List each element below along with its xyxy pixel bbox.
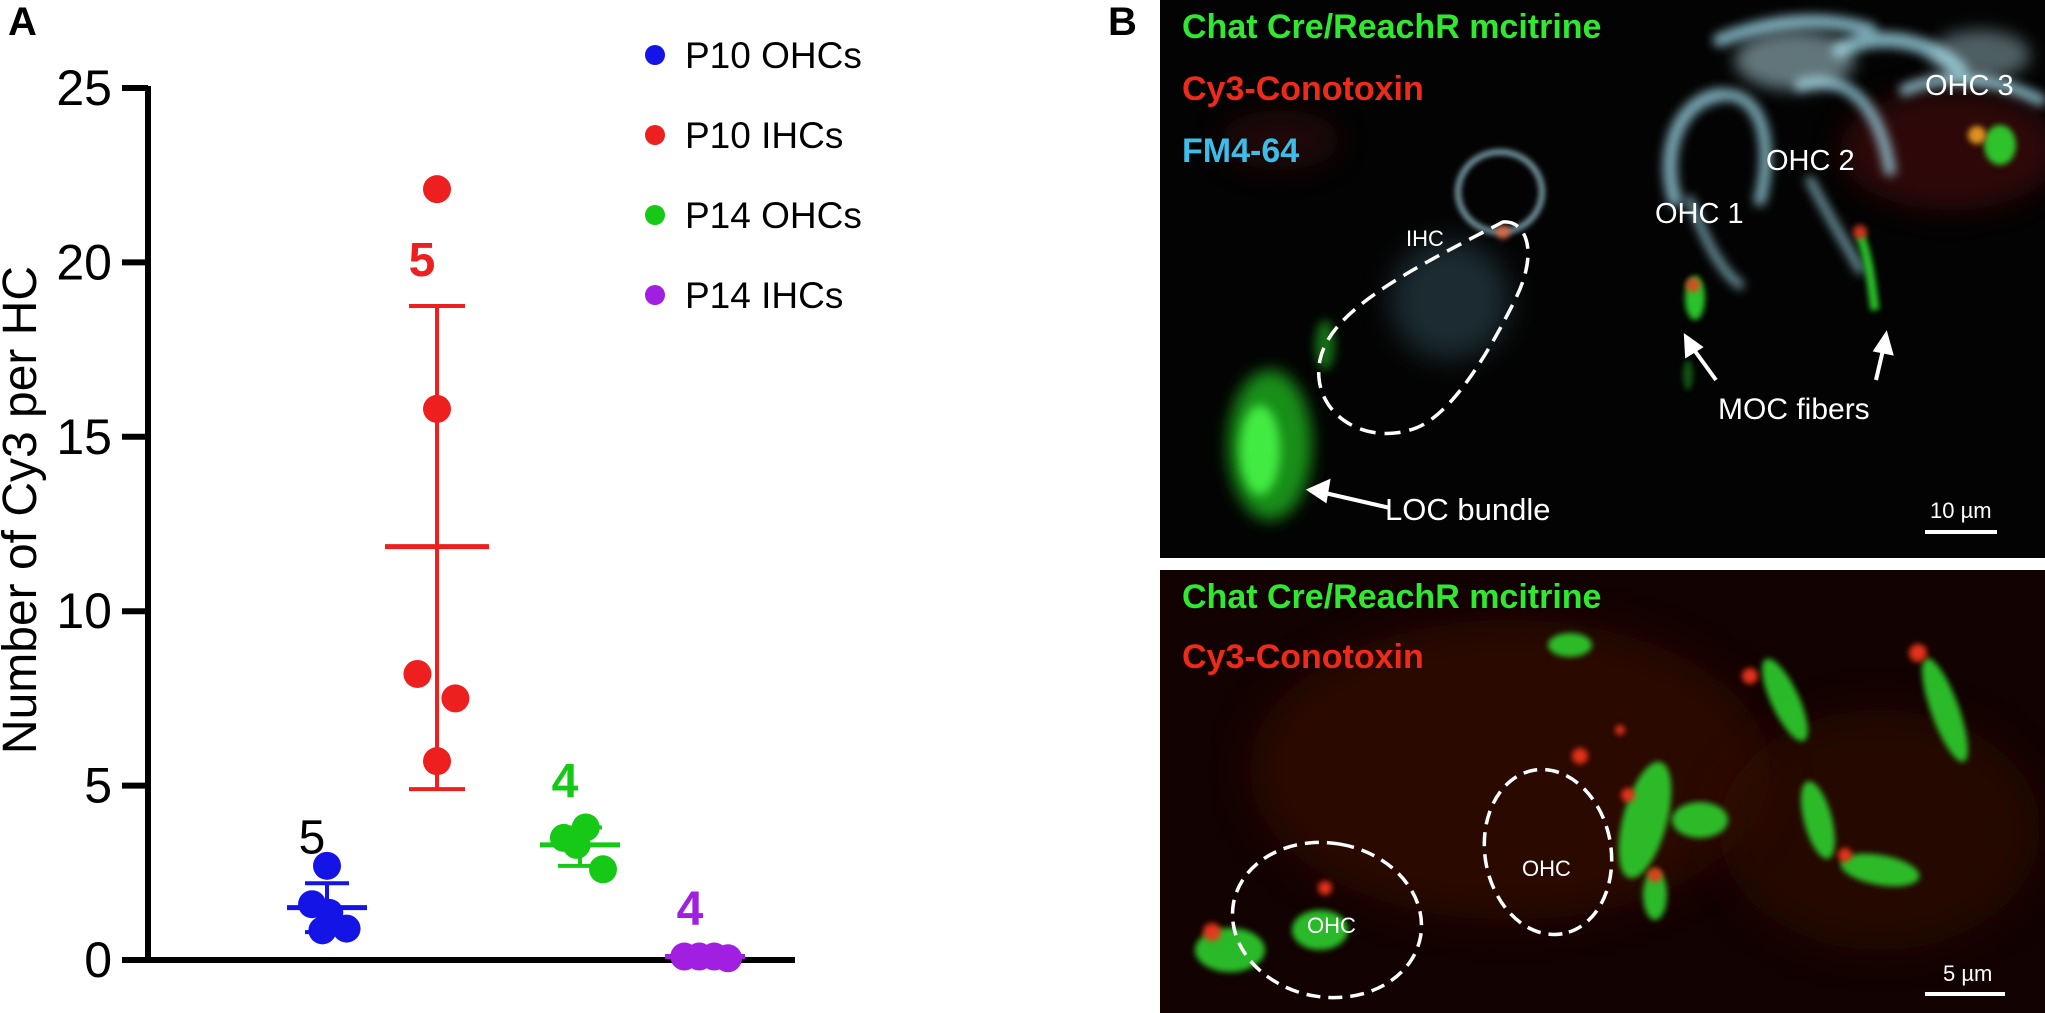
- data-point: [562, 830, 591, 859]
- ohc-left-label: OHC: [1307, 913, 1356, 938]
- legend-marker: [645, 125, 665, 145]
- scale-bar-bottom: [1925, 992, 2005, 996]
- scatter-chart: Number of Cy3 per HC 0 5 10 15 20 25 5 5 4 4 P10…: [0, 35, 862, 988]
- legend-marker: [645, 45, 665, 65]
- microscopy-image-top: Chat Cre/ReachR mcitrine Cy3-Conotoxin F…: [1160, 0, 2045, 558]
- ohc-2-label: OHC 2: [1766, 145, 1855, 177]
- legend-label: P14 IHCs: [685, 275, 843, 316]
- y-tick-label: 10: [56, 583, 112, 639]
- data-point: [423, 394, 451, 423]
- legend-item: P14 OHCs: [645, 195, 862, 236]
- data-point: [308, 916, 337, 945]
- data-point: [313, 851, 341, 880]
- series-group: 4: [665, 883, 745, 973]
- ohc-1-label: OHC 1: [1655, 198, 1744, 230]
- legend-item: P10 OHCs: [645, 35, 862, 76]
- data-point: [423, 175, 451, 204]
- bottom-channel-label-2: Cy3-Conotoxin: [1182, 638, 1424, 676]
- scale-bar-top: [1925, 530, 1997, 534]
- bottom-channel-label-1: Chat Cre/ReachR mcitrine: [1182, 578, 1602, 616]
- ihc-label: IHC: [1406, 226, 1444, 251]
- legend-label: P10 IHCs: [685, 115, 843, 156]
- y-tick-label: 0: [84, 932, 112, 988]
- data-point: [441, 684, 470, 713]
- ohc-right-label: OHC: [1522, 856, 1571, 881]
- legend-item: P10 IHCs: [645, 115, 843, 156]
- y-tick-label: 15: [56, 409, 112, 465]
- scale-bar-label-top: 10 µm: [1930, 498, 1992, 523]
- data-point: [332, 914, 361, 943]
- legend-marker: [645, 285, 665, 305]
- panel-a-letter: A: [8, 0, 37, 44]
- series-group: 4: [540, 755, 620, 884]
- series-group: 5: [287, 811, 367, 945]
- n-count-label: 4: [677, 883, 704, 936]
- n-count-label: 5: [409, 234, 436, 287]
- y-axis-label: Number of Cy3 per HC: [0, 266, 47, 754]
- ohc-3-label: OHC 3: [1925, 70, 2014, 102]
- panel-b-letter: B: [1108, 0, 1137, 44]
- y-tick-label: 25: [56, 60, 112, 116]
- scale-bar-label-bottom: 5 µm: [1943, 961, 1993, 986]
- microscopy-image-bottom: Chat Cre/ReachR mcitrine Cy3-Conotoxin O…: [1160, 570, 2045, 1013]
- data-point: [403, 659, 432, 688]
- legend-label: P14 OHCs: [685, 195, 862, 236]
- legend-item: P14 IHCs: [645, 275, 843, 316]
- loc-bundle-label: LOC bundle: [1385, 492, 1551, 527]
- n-count-label: 4: [552, 755, 579, 808]
- top-channel-label-1: Chat Cre/ReachR mcitrine: [1182, 8, 1602, 46]
- data-point: [589, 855, 617, 884]
- legend-label: P10 OHCs: [685, 35, 862, 76]
- n-count-label: 5: [299, 811, 326, 864]
- series-group: 5: [385, 175, 489, 792]
- y-tick-label: 5: [84, 758, 112, 814]
- legend-marker: [645, 205, 665, 225]
- top-channel-label-3: FM4-64: [1182, 132, 1300, 170]
- y-tick-label: 20: [56, 234, 112, 290]
- top-channel-label-2: Cy3-Conotoxin: [1182, 70, 1424, 108]
- data-point: [714, 944, 742, 973]
- data-point: [423, 747, 451, 776]
- moc-fibers-label: MOC fibers: [1718, 393, 1870, 426]
